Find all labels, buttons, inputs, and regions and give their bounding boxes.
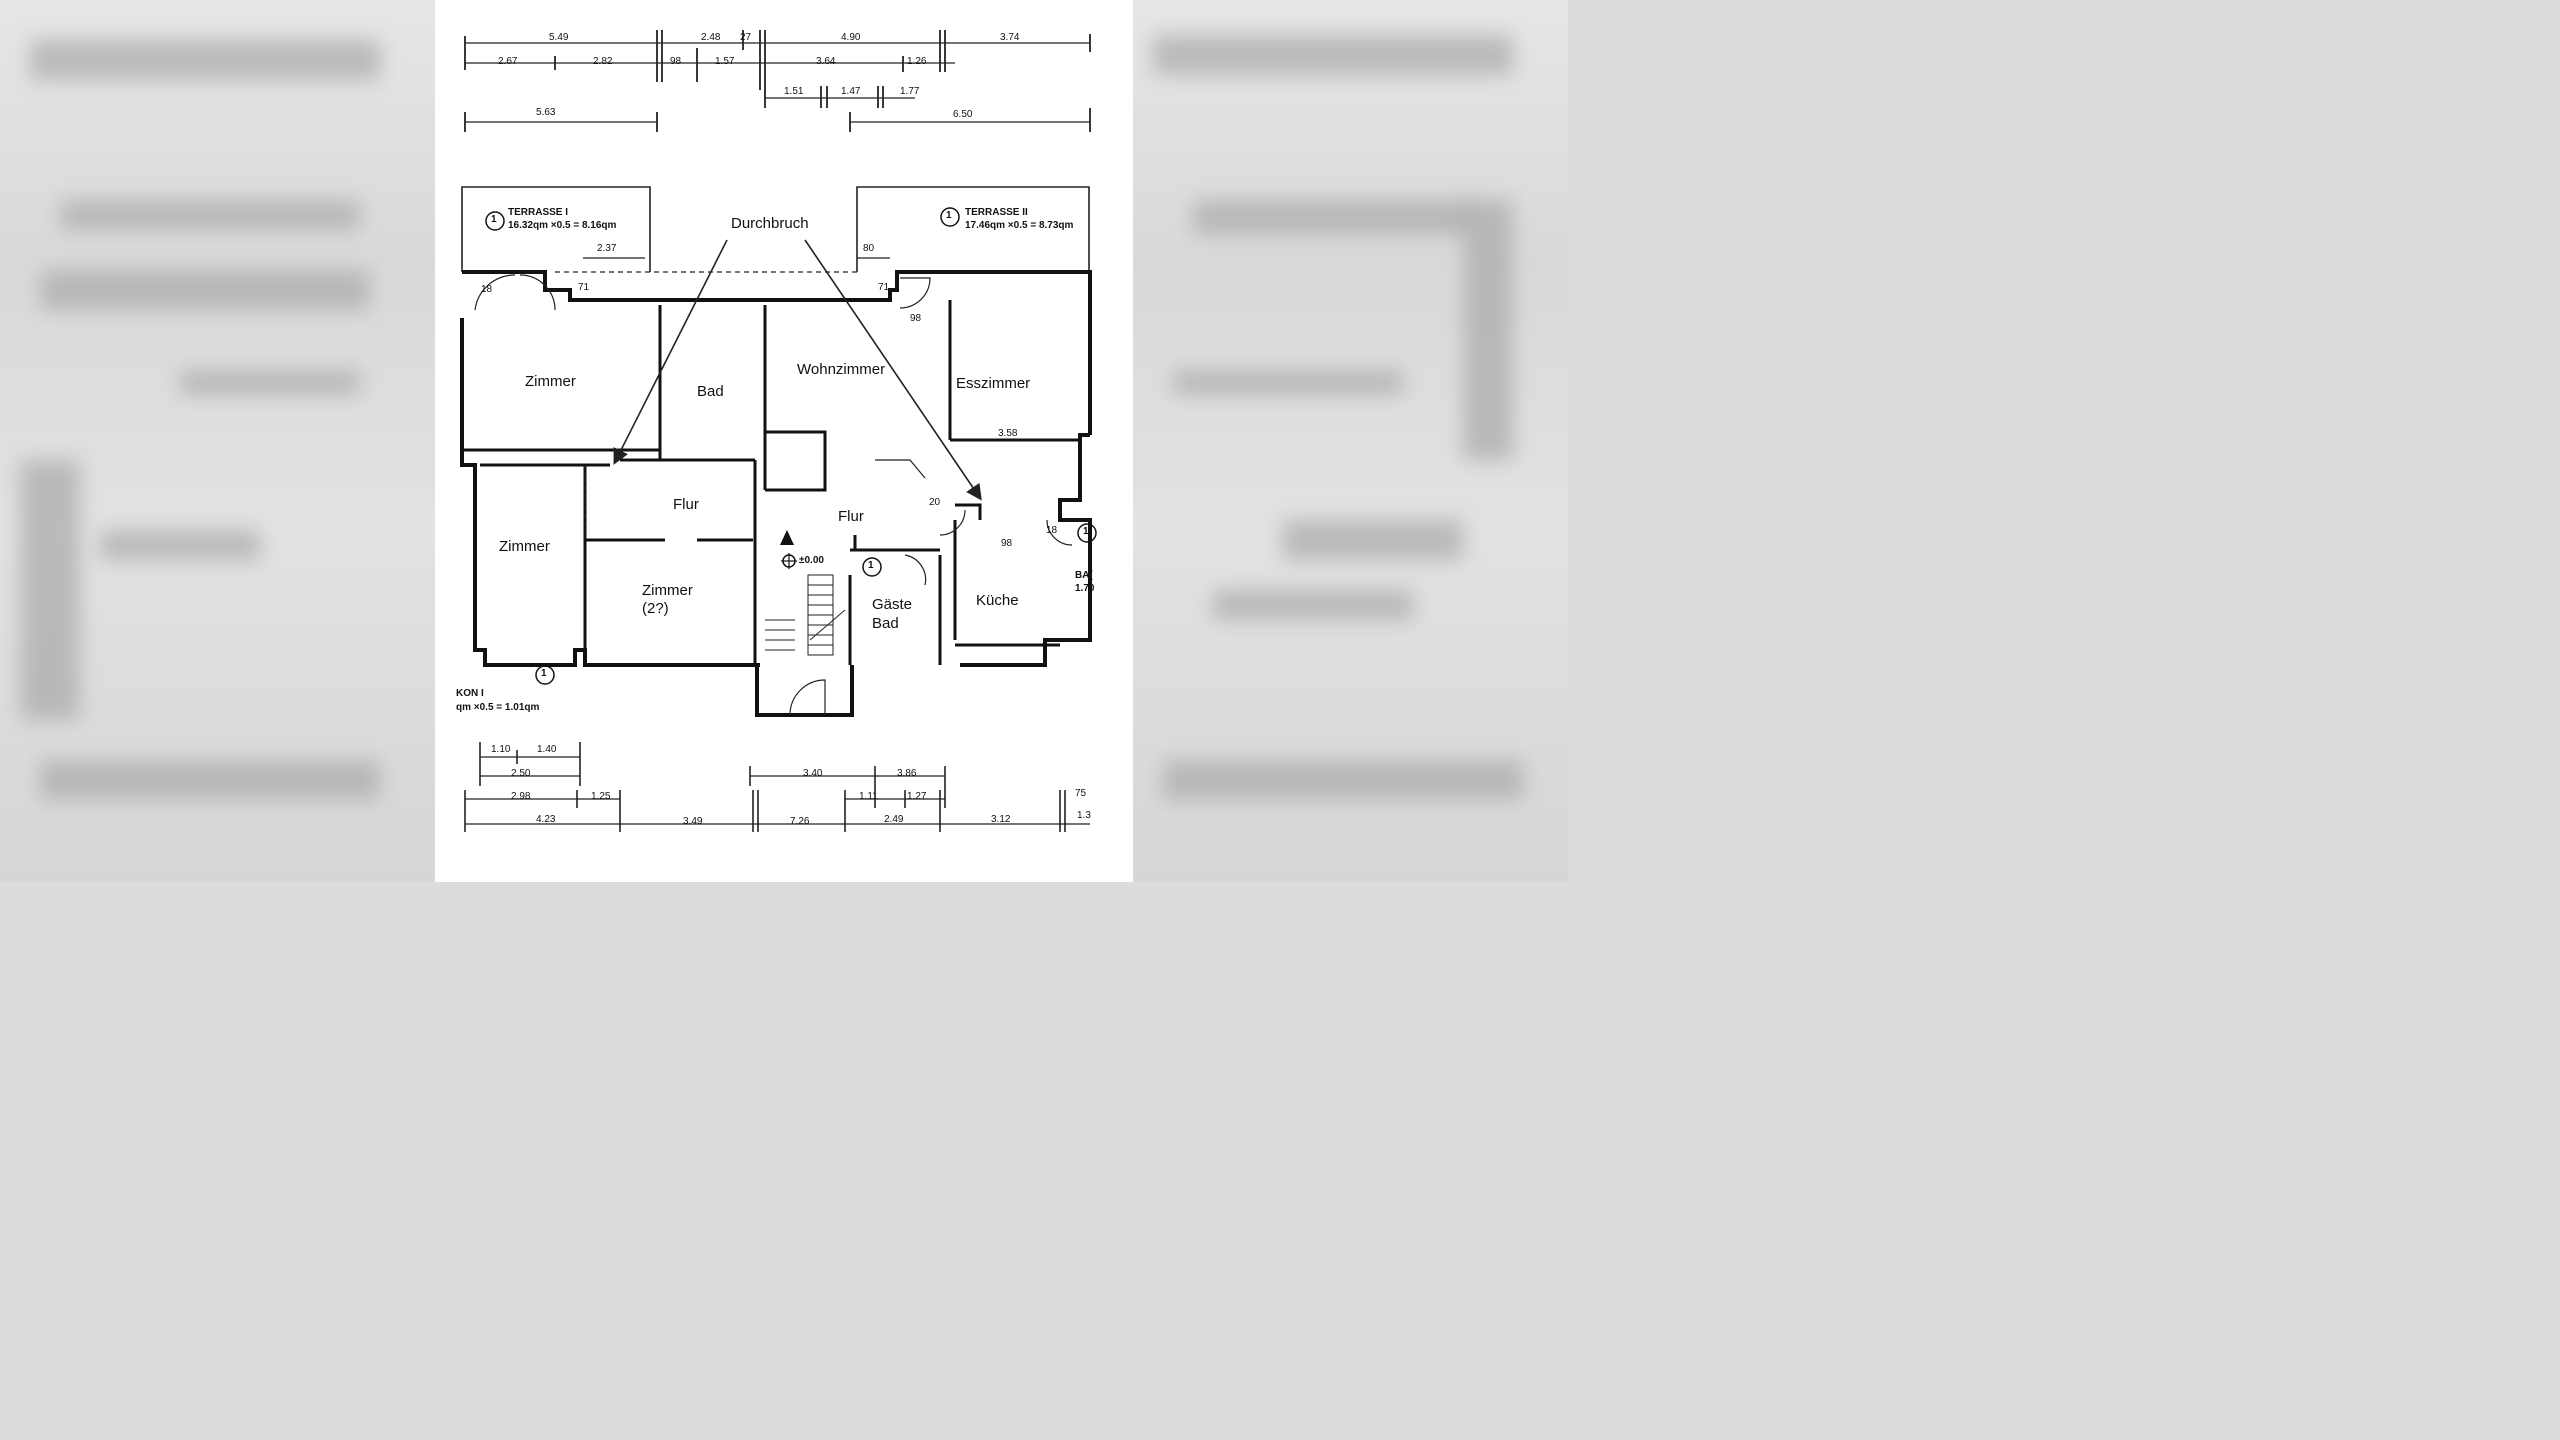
dim-label: 1.77 bbox=[900, 86, 920, 97]
room-label-flur-left: Flur bbox=[673, 496, 699, 513]
blurred-background-right bbox=[1133, 0, 1568, 882]
dim-label: 20 bbox=[929, 497, 941, 508]
room-label-zimmer-top: Zimmer bbox=[525, 373, 576, 390]
terrace2-area: 17.46qm ×0.5 = 8.73qm bbox=[965, 220, 1074, 231]
dim-label: 1.25 bbox=[591, 791, 611, 802]
durchbruch-arrows bbox=[613, 239, 982, 501]
dim-label: 6.50 bbox=[953, 109, 973, 120]
dim-label: 2.49 bbox=[884, 814, 904, 825]
terrace1-title: TERRASSE I bbox=[508, 207, 569, 218]
interior-walls bbox=[462, 300, 1080, 665]
bad-side-label: BA( bbox=[1075, 570, 1093, 581]
terrace1-marker: 1 bbox=[491, 214, 497, 225]
dim-label: 1.51 bbox=[784, 86, 804, 97]
dim-label: 3.74 bbox=[1000, 32, 1020, 43]
dim-label: 5.63 bbox=[536, 107, 556, 118]
terrace2-title: TERRASSE II bbox=[965, 207, 1028, 218]
entry-marker: 1 bbox=[868, 560, 874, 571]
dim-label: 75 bbox=[1075, 788, 1087, 799]
dim-label: 4.90 bbox=[841, 32, 861, 43]
room-label-bad: Bad bbox=[697, 383, 724, 400]
room-label-zimmer-left: Zimmer bbox=[499, 538, 550, 555]
dim-label: 2.48 bbox=[701, 32, 721, 43]
level-mark: ±0.00 bbox=[799, 555, 824, 566]
dim-label: 3.49 bbox=[683, 816, 703, 827]
terrace1-area: 16.32qm ×0.5 = 8.16qm bbox=[508, 220, 617, 231]
room-label-gaeste-bad: Bad bbox=[872, 615, 899, 632]
dim-label: 1.27 bbox=[907, 791, 927, 802]
side-marker: 1 bbox=[1083, 526, 1089, 537]
room-label-zimmer-2: Zimmer bbox=[642, 582, 693, 599]
top-dimension-lines bbox=[464, 30, 1091, 132]
dim-label: 1.11 bbox=[859, 791, 878, 802]
terrace-outlines bbox=[461, 186, 1090, 273]
dim-label: 3.86 bbox=[897, 768, 917, 779]
dim-label: 27 bbox=[740, 32, 752, 43]
dim-label: 1.47 bbox=[841, 86, 861, 97]
dim-label: 5.49 bbox=[549, 32, 569, 43]
terrace2-marker: 1 bbox=[946, 210, 952, 221]
dim-label: 3.12 bbox=[991, 814, 1011, 825]
room-label-flur-right: Flur bbox=[838, 508, 864, 525]
dim-label: 1.57 bbox=[715, 56, 735, 67]
dim-label: 18 bbox=[1046, 525, 1058, 536]
room-label-kueche: Küche bbox=[976, 592, 1019, 609]
dim-label: 98 bbox=[1001, 538, 1013, 549]
dim-label: 98 bbox=[670, 56, 682, 67]
room-label-zimmer-2-note: (2?) bbox=[642, 600, 669, 617]
dim-label: 7.26 bbox=[790, 816, 810, 827]
dim-label: 4.23 bbox=[536, 814, 556, 825]
staircase bbox=[765, 574, 846, 656]
dim-label: 98 bbox=[910, 313, 922, 324]
exterior-walls bbox=[460, 270, 1092, 717]
dim-label: 3.64 bbox=[816, 56, 836, 67]
dim-label: 3.58 bbox=[998, 428, 1018, 439]
room-label-gaeste: Gäste bbox=[872, 596, 913, 613]
bottom-dimension-lines bbox=[464, 742, 1090, 832]
bad-side-dim: 1.70 bbox=[1075, 583, 1095, 594]
room-label-wohnzimmer: Wohnzimmer bbox=[797, 361, 886, 378]
dim-label: 2.82 bbox=[593, 56, 613, 67]
dim-label: 71 bbox=[578, 282, 590, 293]
dim-label: 2.37 bbox=[597, 243, 617, 254]
reference-circles bbox=[485, 207, 1097, 685]
dim-label: 2.50 bbox=[511, 768, 531, 779]
floor-plan-drawing bbox=[460, 30, 1097, 832]
level-marker-icon bbox=[780, 530, 797, 569]
dim-label: 18 bbox=[481, 284, 493, 295]
room-label-esszimmer: Esszimmer bbox=[956, 375, 1031, 392]
dim-label: 2.98 bbox=[511, 791, 531, 802]
door-swings bbox=[474, 274, 1073, 716]
blurred-background-left bbox=[0, 0, 435, 882]
balkon-marker: 1 bbox=[541, 668, 547, 679]
floor-plan: Durchbruch Zimmer Bad Wohnzimmer Esszimm… bbox=[435, 0, 1133, 882]
dim-label: 80 bbox=[863, 243, 875, 254]
dim-label: 1.3 bbox=[1077, 810, 1091, 821]
balkon-label: KON I bbox=[456, 688, 484, 699]
dim-label: 1.26 bbox=[907, 56, 927, 67]
durchbruch-label: Durchbruch bbox=[731, 215, 809, 232]
dim-label: 71 bbox=[878, 282, 890, 293]
dim-label: 1.40 bbox=[537, 744, 557, 755]
dim-label: 3.40 bbox=[803, 768, 823, 779]
dim-label: 2.67 bbox=[498, 56, 518, 67]
balkon-area: qm ×0.5 = 1.01qm bbox=[456, 702, 540, 713]
dim-label: 1.10 bbox=[491, 744, 511, 755]
